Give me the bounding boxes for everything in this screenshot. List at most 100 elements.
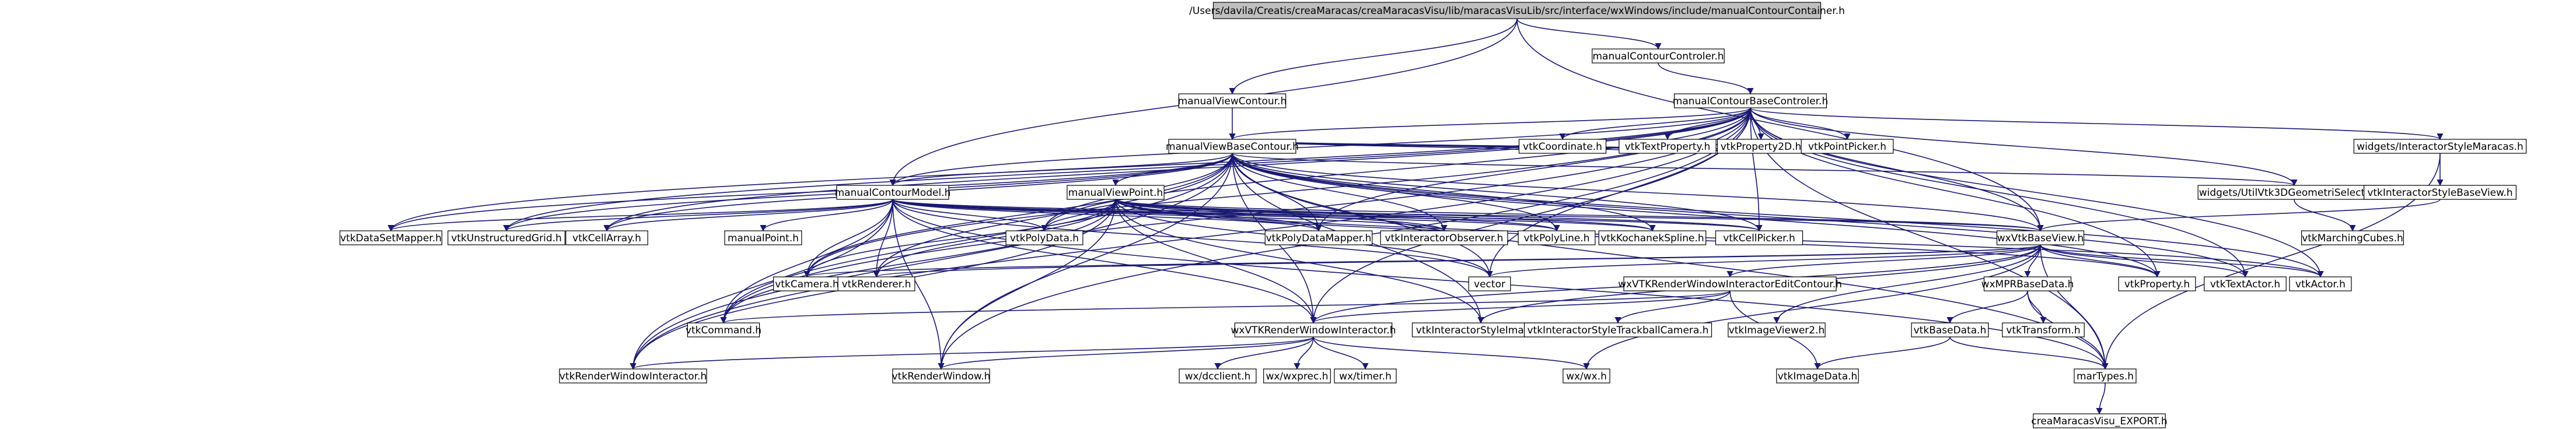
node-vtkpointpicker: vtkPointPicker.h [1801,139,1894,154]
edge-mvbc-vtkrenderer [873,153,1233,278]
edge-mvbc-mcm [889,153,1233,187]
node-label: vtkDataSetMapper.h [340,233,442,244]
node-box [1674,93,1827,108]
edge-mvp-vtkpolyline [1115,199,1560,232]
node-wism[interactable]: widgets/InteractorStyleMaracas.h [2353,139,2527,154]
node-export[interactable]: creaMaracasVisu_EXPORT.h [2031,413,2168,428]
edge-mcm-vtkug [503,199,893,232]
node-box [2364,185,2517,200]
node-martypes[interactable]: marTypes.h [2074,368,2137,384]
node-mcbc[interactable]: manualContourBaseControler.h [1673,93,1828,108]
node-label: vtkTextProperty.h [1625,141,1711,153]
node-vtkiv2: vtkImageViewer2.h [1728,322,1826,337]
node-vtkrwi: vtkRenderWindowInteractor.h [559,368,707,384]
edge-wxrwi-wxtimer [1313,336,1369,370]
node-label: vtkInteractorStyleBaseView.h [2367,187,2512,199]
node-vtkprop2d: vtkProperty2D.h [1717,139,1805,154]
edge-mcbc-mcm [889,107,1751,187]
node-vtkcoord: vtkCoordinate.h [1518,139,1607,154]
edge-mcbc-vtkpdm [1315,107,1751,232]
node-mvc[interactable]: manualViewContour.h [1178,93,1287,108]
edge-wxvbv-martypes [2040,244,2109,370]
node-label: vtkPolyDataMapper.h [1266,233,1372,244]
edge-mvbc-vtktextactor [1232,153,2249,278]
node-label: vtkPointPicker.h [1808,141,1886,153]
edge-mcc-mcbc [1658,62,1754,95]
node-vtkpolydata: vtkPolyData.h [1005,230,1083,245]
node-wxmpr[interactable]: wxMPRBaseData.h [1981,276,2074,291]
edge-vtkbase-martypes [1949,336,2109,370]
node-label: vtkCellArray.h [572,233,641,244]
edge-mcm-vtkcamera [803,199,893,278]
node-label: wx/timer.h [1339,371,1392,382]
node-mvp[interactable]: manualViewPoint.h [1067,185,1165,200]
edge-vtkbase-vtkimagedata [1814,336,1951,370]
edge-mcbc-wism [1750,107,2444,140]
node-label: wx/dcclient.h [1185,371,1251,382]
node-mcc[interactable]: manualContourControler.h [1592,48,1725,64]
node-label: manualViewPoint.h [1068,187,1163,199]
node-wxrwi[interactable]: wxVTKRenderWindowInteractor.h [1231,322,1396,337]
node-mpoint[interactable]: manualPoint.h [724,230,802,245]
node-box [1619,139,1717,154]
edge-mcm-vtkdsm [387,199,893,232]
node-wxvbv[interactable]: wxVtkBaseView.h [1996,230,2085,245]
edge-mcbc-vtkug [503,107,1751,232]
node-wxrwiec[interactable]: wxVTKRenderWindowInteractorEditContour.h [1618,276,1842,291]
node-label: wxVTKRenderWindowInteractorEditContour.h [1618,279,1842,290]
edge-wxvbv-vtkactor [2040,244,2324,278]
edge-mvp-vtkrenderer [873,199,1116,278]
node-vtktextprop: vtkTextProperty.h [1619,139,1717,154]
node-label: manualContourControler.h [1592,51,1724,62]
node-vtkpdm: vtkPolyDataMapper.h [1264,230,1373,245]
node-label: creaMaracasVisu_EXPORT.h [2031,416,2167,427]
edge-mcm-mpoint [760,199,893,232]
node-label: vtkProperty.h [2124,279,2190,290]
node-box [2204,276,2287,291]
node-box [1598,230,1707,245]
node-wutil[interactable]: widgets/UtilVtk3DGeometriSelection.h [2197,185,2391,200]
edge-mvbc-vtkcommand [720,153,1233,324]
edge-mvp-vtkcamera [803,199,1116,278]
edge-mcm-vtkpolydata [892,199,1048,232]
node-visb[interactable]: vtkInteractorStyleBaseView.h [2364,185,2517,200]
node-box [1623,276,1837,291]
node-mcm[interactable]: manualContourModel.h [835,185,951,200]
edge-wxvbv-wxwx [1583,244,2041,370]
node-box [1776,368,1859,384]
node-box [1468,276,1511,291]
node-vtkpolyline: vtkPolyLine.h [1518,230,1596,245]
node-wxtimer: wx/timer.h [1334,368,1397,384]
edge-mvbc-vtkcamera [803,153,1233,278]
node-box [1263,368,1331,384]
edge-root-mvc [1229,18,1518,95]
edge-mcm-wxrwi [892,199,1317,324]
node-box [565,230,648,245]
node-label: marTypes.h [2077,371,2134,382]
node-vtkks: vtkKochanekSpline.h [1598,230,1707,245]
edge-wxrwi-wxwx [1313,336,1590,370]
edge-wxvbv-vtkrenderer [873,244,2041,278]
node-box [1178,93,1287,108]
node-box [773,276,841,291]
node-label: manualContourModel.h [835,187,951,199]
node-box [1563,368,1610,384]
node-root: /Users/davila/Creatis/creaMaracas/creaMa… [1189,2,1845,19]
edge-mvp-vtkrw [938,199,1116,370]
node-vtktransform: vtkTransform.h [2002,322,2085,337]
node-vtkactor: vtkActor.h [2289,276,2352,291]
edge-mvbc-vtkactor [1232,153,2324,278]
edge-wxrwi-vtkrw [938,336,1314,370]
node-wxwx: wx/wx.h [1563,368,1610,384]
node-label: vtkCellPicker.h [1723,233,1795,244]
edge-mvp-vtkio [1115,199,1448,232]
node-wxdc: wx/dcclient.h [1179,368,1257,384]
node-label: vtkInteractorObserver.h [1385,233,1504,244]
node-vtkio: vtkInteractorObserver.h [1380,230,1508,245]
node-vtkbase[interactable]: vtkBaseData.h [1911,322,1989,337]
edge-wxmpr-vtktransform [2027,290,2047,324]
node-vtkmc: vtkMarchingCubes.h [2301,230,2404,245]
node-mvbc[interactable]: manualViewBaseContour.h [1166,139,1299,154]
edge-mvbc-wxvbv [1232,153,2044,232]
node-vtkimagedata: vtkImageData.h [1776,368,1859,384]
